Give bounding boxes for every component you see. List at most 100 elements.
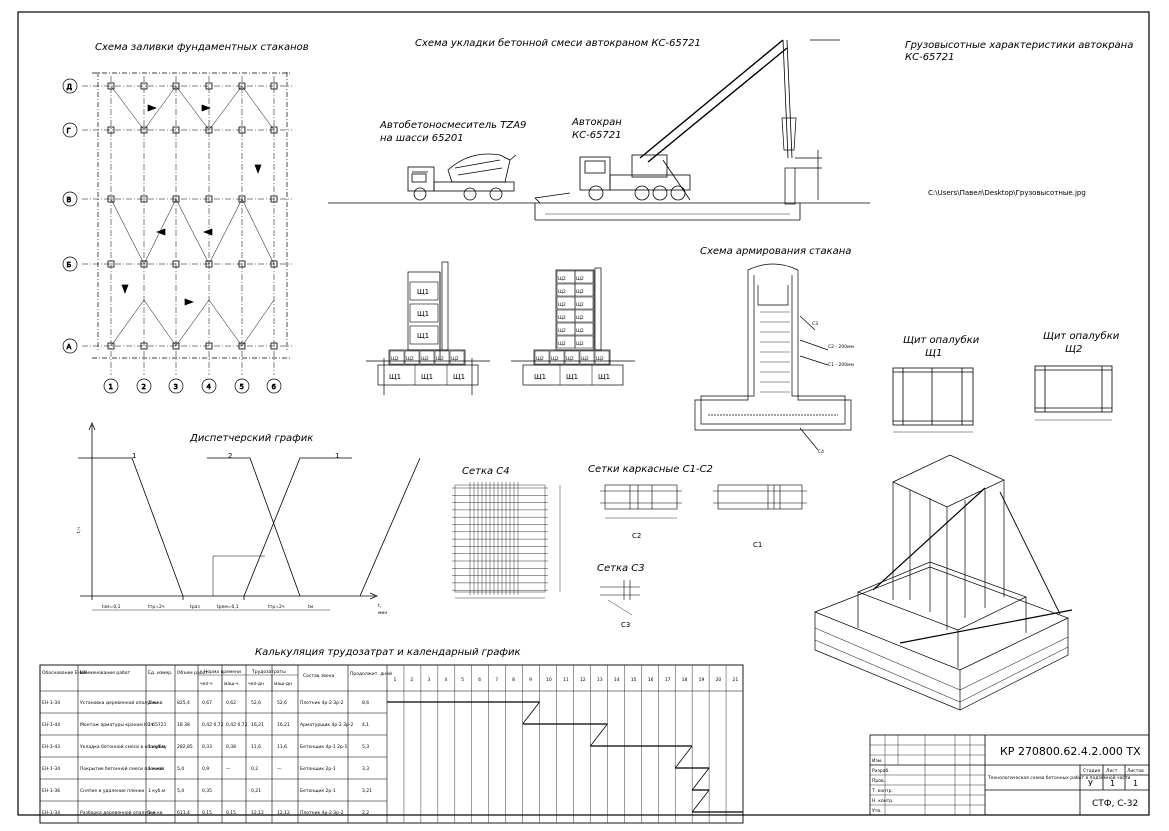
foundation-glass [172, 82, 180, 90]
formwork-panel-label: Щ2 [576, 328, 584, 334]
row-volume: 18 38 [177, 722, 190, 728]
foundation-glass [172, 260, 180, 268]
row-volume: 611,4 [177, 810, 190, 816]
gantt-day: 5 [461, 677, 464, 683]
foundation-glass [238, 342, 246, 350]
foundation-glass [270, 195, 278, 203]
pour-direction-arrow [201, 104, 211, 112]
grid-row-label: В [67, 196, 72, 204]
dispatch-line-2: 2 [228, 452, 232, 460]
gantt-day: 17 [665, 677, 671, 683]
dispatch-chart [78, 421, 421, 611]
grid-row-bubble [62, 338, 78, 354]
grid-col-bubble [266, 378, 282, 394]
foundation-glass [172, 126, 180, 134]
auto-crane [534, 39, 793, 204]
gantt-day: 4 [444, 677, 447, 683]
row-labor-machine: 52,6 [277, 700, 287, 706]
formwork-panel-label: Щ2 [406, 356, 414, 362]
grid-row-label: Б [67, 261, 72, 269]
row-labor-machine: 11,6 [277, 744, 287, 750]
title-frame-meshes: Сетки каркасные С1-С2 [588, 464, 713, 475]
row-code: ЕН-1-43 [42, 744, 60, 750]
row-duration: 2,2 [362, 810, 369, 816]
formwork-panel-label: Щ2 [576, 289, 584, 295]
row-unit: 1 м.кв [148, 766, 163, 772]
formwork-panel-label: Щ2 [421, 356, 429, 362]
gantt-day: 20 [716, 677, 722, 683]
row-crew: Плотник 4р-2 3р-2 [300, 700, 344, 706]
formwork-panel-label: Щ2 [436, 356, 444, 362]
grid-col-bubble [201, 378, 217, 394]
formwork-panel-label: Щ2 [558, 302, 566, 308]
shield2-code: Щ2 [1065, 344, 1082, 355]
stamp-sheets: 1 [1133, 779, 1138, 788]
formwork-panel-label: Щ2 [391, 356, 399, 362]
title-concrete-laying: Схема укладки бетонной смеси автокраном … [415, 37, 701, 49]
row-code: ЕН-1-34 [42, 700, 60, 706]
dispatch-segment: tтр=2ч [268, 604, 285, 610]
gantt-day: 6 [478, 677, 481, 683]
grid-row-label: Д [67, 83, 73, 91]
grid-col-label: 3 [174, 383, 178, 391]
crane-label-1: Автокран [571, 117, 622, 128]
stamp-role: Изм. [872, 758, 883, 764]
gantt-link [691, 767, 710, 791]
formwork-panel-label: Щ2 [536, 356, 544, 362]
title-foundation-pour: Схема заливки фундаментных стаканов [95, 42, 309, 53]
header-unit: Ед. измер. [148, 670, 173, 676]
row-crew: Арматурщик 4р-2 3р-2 [300, 722, 354, 728]
formwork-panel-label: Щ2 [576, 302, 584, 308]
grid-col-bubble [103, 378, 119, 394]
grid-col-bubble [136, 378, 152, 394]
formwork-panel-label: Щ1 [421, 373, 433, 381]
formwork-panel-label: Щ1 [417, 288, 429, 296]
foundation-glass [107, 195, 115, 203]
foundation-glass [172, 342, 180, 350]
grid-col-label: 1 [109, 383, 113, 391]
stamp-org: СТФ, С-32 [1092, 799, 1138, 809]
pour-direction-arrow [156, 228, 166, 236]
dispatch-line-3: 1 [335, 452, 339, 460]
header-code: Обоснование ЕНиР [42, 670, 87, 676]
formwork-panel-label: Щ2 [576, 276, 584, 282]
formwork-panel-label: Щ1 [417, 332, 429, 340]
grid-col-label: 4 [207, 383, 212, 391]
row-labor-machine: 16,21 [277, 722, 290, 728]
formwork-panel-label: Щ2 [558, 276, 566, 282]
mixer-label-1: Автобетоносмеситель TZA9 [379, 119, 526, 131]
header-crew: Состав звена [303, 673, 335, 679]
foundation-glass [270, 126, 278, 134]
title-dispatch: Диспетчерский график [189, 433, 313, 444]
pour-direction-arrow [184, 298, 194, 306]
foundation-glass [205, 342, 213, 350]
title-mesh-c4: Сетка С4 [462, 466, 510, 477]
row-labor-worker: 0,2 [251, 766, 258, 772]
gantt-day: 7 [495, 677, 498, 683]
row-unit: 1 м.кв [148, 700, 163, 706]
gantt-day: 8 [512, 677, 515, 683]
stamp-role: Н. контр. [872, 798, 894, 804]
gantt-day: 2 [410, 677, 413, 683]
formwork-panel-label: Щ2 [558, 341, 566, 347]
row-labor-worker: 0,21 [251, 788, 261, 794]
formwork-right [511, 267, 635, 386]
shield2 [1034, 365, 1113, 421]
shield1-code: Щ1 [925, 348, 942, 359]
row-norm-machine: 0,38 [226, 744, 236, 750]
row-duration: 8,6 [362, 700, 369, 706]
stamp-roles: Изм. Разраб. Пров. Т. контр. Н. контр. У… [871, 758, 894, 814]
dispatch-y-axis: t,ч [76, 527, 82, 533]
row-labor-worker: 52,6 [251, 700, 261, 706]
foundation-glass [140, 260, 148, 268]
gantt-link [590, 723, 608, 747]
header-labor-worker: чел-дн [248, 682, 264, 687]
row-volume: 5,4 [177, 766, 184, 772]
grid-row-label: А [67, 343, 72, 351]
row-name: Покрытие бетонной смеси пленкой [80, 765, 164, 772]
foundation-glass [107, 82, 115, 90]
mesh-c2 [600, 484, 682, 519]
gantt-day: 1 [393, 677, 396, 683]
mixer-truck [407, 153, 517, 201]
